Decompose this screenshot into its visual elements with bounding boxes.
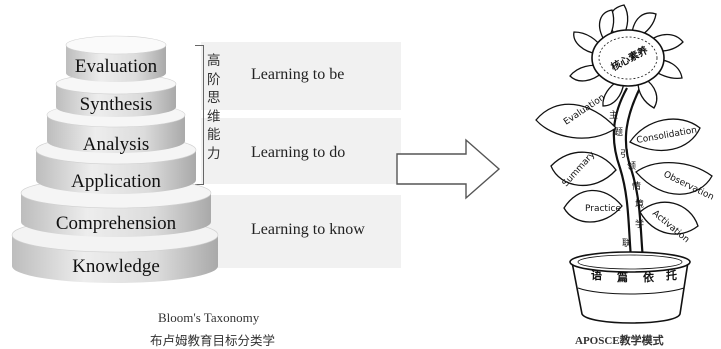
- band-label-know: Learning to know: [251, 221, 365, 238]
- pot-char: 托: [666, 268, 677, 282]
- higher-order-char: 能: [207, 127, 221, 143]
- band-label-be: Learning to be: [251, 66, 345, 83]
- band-learning-to-know: [201, 195, 401, 268]
- tier-label-comprehension: Comprehension: [56, 213, 177, 234]
- higher-order-char: 高: [207, 53, 221, 69]
- sunflower-diagram: [535, 4, 713, 324]
- stem-char: 主: [609, 109, 618, 121]
- leaf-evaluation: [535, 103, 617, 139]
- higher-order-char: 维: [207, 108, 221, 125]
- band-learning-to-be: [201, 42, 401, 110]
- pot-char: 篇: [616, 270, 628, 284]
- tier-label-analysis: Analysis: [83, 134, 150, 155]
- leaf-label-practice: Practice: [585, 204, 621, 214]
- bloom-caption-chinese: 布卢姆教育目标分类学: [150, 333, 276, 348]
- leaf-activation: [639, 201, 699, 235]
- tier-evaluation: [65, 35, 167, 82]
- stem-char: 联: [622, 238, 631, 249]
- pot-char: 语: [591, 268, 602, 282]
- band-learning-to-do: [201, 118, 401, 184]
- higher-order-bracket: [195, 45, 204, 185]
- higher-order-char: 思: [207, 90, 221, 106]
- tier-label-synthesis: Synthesis: [80, 94, 153, 115]
- leaf-practice: [563, 189, 623, 223]
- flower-caption: APOSCE教学模式: [575, 335, 664, 347]
- stem-char: 境: [635, 198, 644, 210]
- stem-char: 情: [632, 180, 641, 192]
- pot-char: 依: [643, 270, 655, 284]
- leaf-summary: [550, 151, 617, 186]
- stem-char: 题: [614, 127, 623, 138]
- tier-label-evaluation: Evaluation: [75, 56, 158, 77]
- bloom-caption-english: Bloom's Taxonomy: [158, 310, 260, 325]
- tier-label-application: Application: [71, 171, 161, 192]
- tier-label-knowledge: Knowledge: [72, 256, 160, 277]
- stem-char: 引: [620, 149, 629, 160]
- flower-pot: [569, 251, 691, 324]
- higher-order-label: 高 阶 思 维 能 力: [207, 52, 223, 163]
- stem-char: 学: [635, 218, 644, 230]
- band-label-do: Learning to do: [251, 144, 346, 161]
- leaf-observation: [635, 162, 713, 195]
- leaf-consolidation: [629, 118, 701, 151]
- stem-char: 领: [627, 160, 636, 172]
- higher-order-char: 力: [207, 145, 221, 162]
- higher-order-char: 阶: [207, 71, 221, 88]
- right-arrow-icon: [396, 138, 501, 200]
